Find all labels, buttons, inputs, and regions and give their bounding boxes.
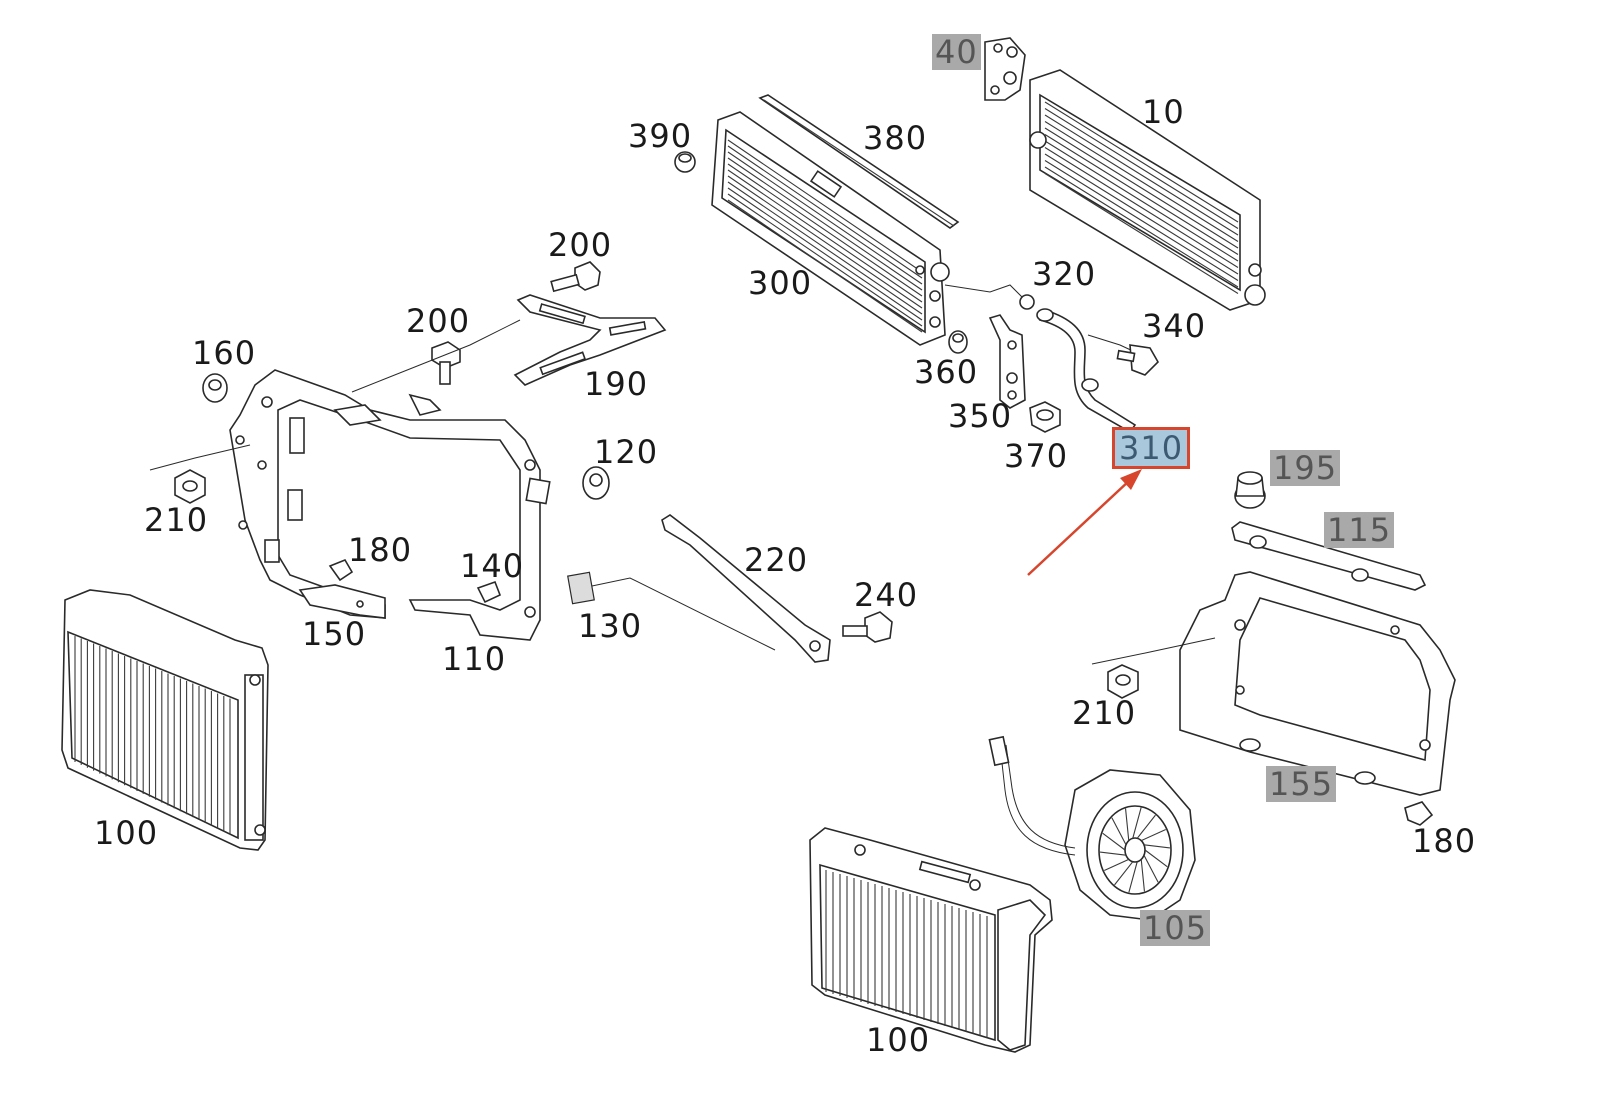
nut-part-390 (674, 151, 696, 173)
callout-160[interactable]: 160 (192, 334, 257, 372)
callout-100b[interactable]: 100 (866, 1021, 931, 1059)
callout-370[interactable]: 370 (1004, 437, 1069, 475)
radiator-part-100-b (809, 827, 1053, 1053)
callout-140[interactable]: 140 (460, 547, 525, 585)
red-arrow-icon (1027, 469, 1142, 576)
frame-part-110 (229, 369, 551, 641)
callout-310[interactable]: 310 (1111, 427, 1191, 469)
callout-240[interactable]: 240 (854, 576, 919, 614)
callout-320[interactable]: 320 (1032, 255, 1097, 293)
callout-210a[interactable]: 210 (144, 501, 209, 539)
callout-120[interactable]: 120 (594, 433, 659, 471)
fan-part-105 (988, 735, 1196, 921)
callout-155[interactable]: 155 (1266, 766, 1337, 802)
bolt-part-370 (1029, 401, 1061, 433)
buffer-part-195 (1234, 471, 1266, 509)
radiator-part-100-a (61, 589, 269, 851)
bracket-part-40 (984, 37, 1026, 101)
callout-10[interactable]: 10 (1142, 93, 1185, 131)
clip-part-130 (567, 571, 776, 651)
bracket-part-350 (988, 314, 1026, 409)
nut-part-360 (948, 330, 968, 354)
callout-210b[interactable]: 210 (1072, 694, 1137, 732)
nut-part-210-a (149, 444, 251, 504)
callout-110[interactable]: 110 (442, 640, 507, 678)
nut-part-210-b (1091, 637, 1216, 699)
callout-200a[interactable]: 200 (548, 226, 613, 264)
callout-380[interactable]: 380 (863, 119, 928, 157)
callout-130[interactable]: 130 (578, 607, 643, 645)
callout-190[interactable]: 190 (584, 365, 649, 403)
callout-300[interactable]: 300 (748, 264, 813, 302)
clip-part-140 (476, 580, 502, 604)
callout-100a[interactable]: 100 (94, 814, 159, 852)
callout-360[interactable]: 360 (914, 353, 979, 391)
callout-340[interactable]: 340 (1142, 307, 1207, 345)
bolt-part-200-a (550, 261, 601, 293)
callout-115[interactable]: 115 (1324, 512, 1395, 548)
bolt-part-200-b (431, 341, 461, 385)
bolt-part-340 (1087, 334, 1159, 376)
clip-part-180-b (1404, 801, 1434, 826)
callout-180b[interactable]: 180 (1412, 822, 1477, 860)
strap-part-115 (1231, 521, 1427, 591)
bracket-part-190 (513, 294, 667, 386)
bracket-part-150 (298, 584, 386, 619)
callout-390[interactable]: 390 (628, 117, 693, 155)
cooler-part-10 (1029, 69, 1266, 311)
callout-350[interactable]: 350 (948, 397, 1013, 435)
grommet-part-160 (202, 373, 228, 403)
callout-195[interactable]: 195 (1270, 450, 1341, 486)
callout-150[interactable]: 150 (302, 615, 367, 653)
clip-part-180-a (328, 559, 354, 582)
grommet-part-120 (582, 466, 610, 500)
oil-cooler-part-300 (711, 111, 950, 346)
strut-part-220 (661, 514, 831, 663)
callout-180a[interactable]: 180 (348, 531, 413, 569)
callout-105[interactable]: 105 (1140, 910, 1211, 946)
seal-strip-part-380 (758, 94, 960, 229)
bolt-part-240 (842, 611, 893, 643)
callout-220[interactable]: 220 (744, 541, 809, 579)
callout-200b[interactable]: 200 (406, 302, 471, 340)
callout-40[interactable]: 40 (932, 34, 981, 70)
frame-part-155 (1179, 571, 1456, 796)
